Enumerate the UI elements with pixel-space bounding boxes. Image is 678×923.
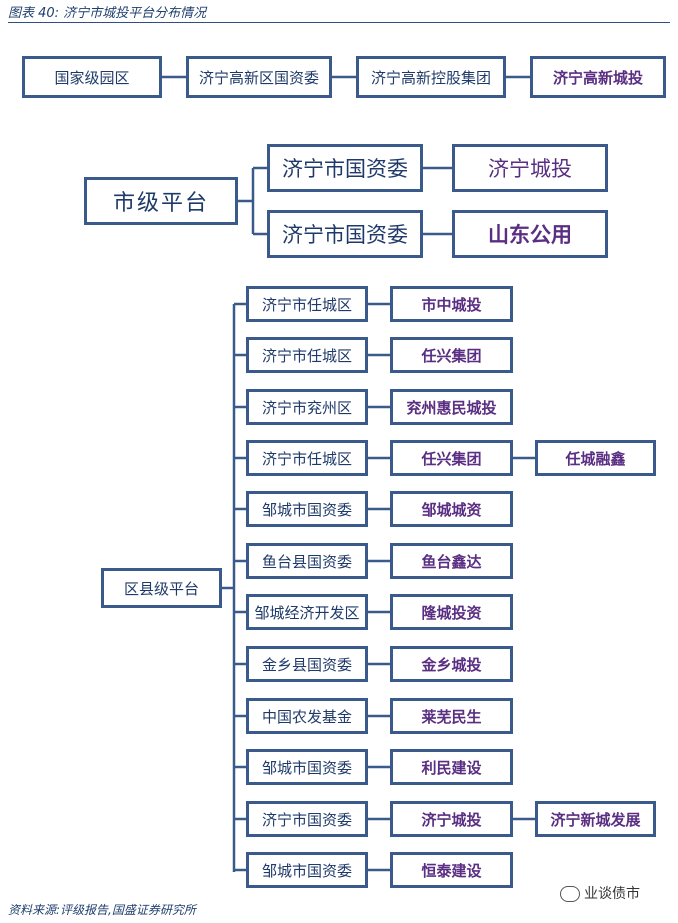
watermark-text: 业谈债市 bbox=[584, 886, 640, 902]
county-platform-11: 济宁城投 bbox=[390, 801, 513, 837]
county-platform-6: 鱼台鑫达 bbox=[390, 543, 513, 579]
county-owner-11: 济宁市国资委 bbox=[246, 801, 368, 837]
county-owner-12: 邹城市国资委 bbox=[246, 852, 368, 888]
watermark: 业谈债市 bbox=[560, 883, 640, 903]
county-owner-3: 济宁市兖州区 bbox=[246, 389, 368, 425]
county-owner-9: 中国农发基金 bbox=[246, 698, 368, 734]
gaoxin-chengtou-box: 济宁高新城投 bbox=[530, 56, 666, 98]
county-platform-9: 莱芜民生 bbox=[390, 698, 513, 734]
county-level-root: 区县级平台 bbox=[101, 568, 222, 608]
county-owner-2: 济宁市任城区 bbox=[246, 337, 368, 373]
county-owner-4: 济宁市任城区 bbox=[246, 440, 368, 476]
source-note: 资料来源:评级报告,国盛证券研究所 bbox=[8, 903, 196, 917]
county-owner-7: 邹城经济开发区 bbox=[246, 594, 368, 630]
county-owner-6: 鱼台县国资委 bbox=[246, 543, 368, 579]
county-platform-2: 任兴集团 bbox=[390, 337, 513, 373]
gaoxin-holding-box: 济宁高新控股集团 bbox=[356, 56, 506, 98]
county-owner-1: 济宁市任城区 bbox=[246, 286, 368, 322]
wechat-logo-icon bbox=[560, 886, 580, 902]
county-platform-5: 邹城城资 bbox=[390, 491, 513, 527]
county-platform-3: 兖州惠民城投 bbox=[390, 389, 513, 425]
national-park-box: 国家级园区 bbox=[22, 56, 162, 98]
gaoxin-sasac-box: 济宁高新区国资委 bbox=[186, 56, 332, 98]
county-platform-8: 金乡城投 bbox=[390, 646, 513, 682]
city-level-root: 市级平台 bbox=[84, 177, 238, 225]
county-platform-10: 利民建设 bbox=[390, 749, 513, 785]
county-owner-10: 邹城市国资委 bbox=[246, 749, 368, 785]
header-rule bbox=[8, 22, 670, 23]
county-subsidiary-11: 济宁新城发展 bbox=[535, 801, 656, 837]
city-platform-1: 济宁城投 bbox=[452, 144, 608, 192]
figure-caption: 图表 40: 济宁市城投平台分布情况 bbox=[8, 6, 207, 21]
county-owner-5: 邹城市国资委 bbox=[246, 491, 368, 527]
county-subsidiary-4: 任城融鑫 bbox=[535, 440, 656, 476]
county-platform-12: 恒泰建设 bbox=[390, 852, 513, 888]
county-platform-1: 市中城投 bbox=[390, 286, 513, 322]
county-platform-7: 隆城投资 bbox=[390, 594, 513, 630]
city-platform-2: 山东公用 bbox=[452, 210, 608, 258]
county-owner-8: 金乡县国资委 bbox=[246, 646, 368, 682]
city-owner-1: 济宁市国资委 bbox=[267, 144, 423, 192]
city-owner-2: 济宁市国资委 bbox=[267, 210, 423, 258]
county-platform-4: 任兴集团 bbox=[390, 440, 513, 476]
